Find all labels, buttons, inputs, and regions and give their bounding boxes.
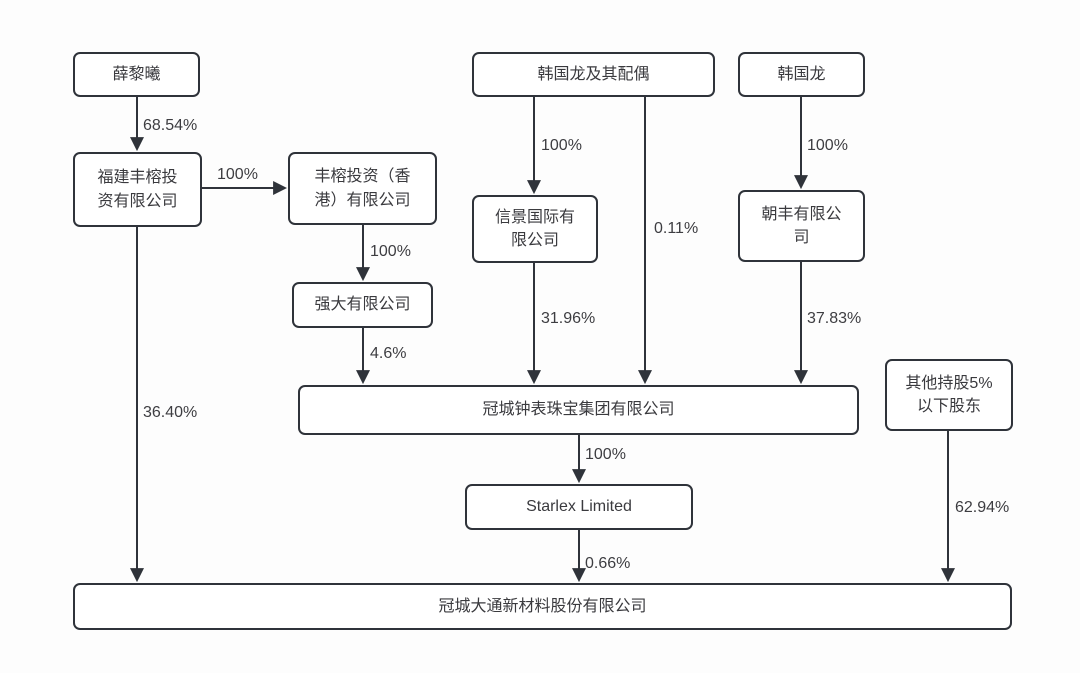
edge-label-chaofeng-to-watch: 37.83% <box>807 310 862 327</box>
node-chaofeng: 朝丰有限公 司 <box>738 190 865 262</box>
node-xue-lixi: 薛黎曦 <box>73 52 200 97</box>
edge-label-xinjing-to-watch: 31.96% <box>541 310 596 327</box>
node-han-spouse: 韩国龙及其配偶 <box>472 52 715 97</box>
edge-label-fujian-to-hk: 100% <box>217 166 258 183</box>
edge-label-starlex-to-datong: 0.66% <box>585 555 631 572</box>
edge-label-fujian-to-datong: 36.40% <box>143 404 198 421</box>
node-other-holders: 其他持股5% 以下股东 <box>885 359 1013 431</box>
node-han-guolong: 韩国龙 <box>738 52 865 97</box>
edge-label-others-to-datong: 62.94% <box>955 499 1010 516</box>
node-xinjing: 信景国际有 限公司 <box>472 195 598 263</box>
node-guancheng-datong: 冠城大通新材料股份有限公司 <box>73 583 1012 630</box>
edge-label-xue-to-fujian: 68.54% <box>143 117 198 134</box>
node-qiangda: 强大有限公司 <box>292 282 433 328</box>
node-fujian-fengrong: 福建丰榕投 资有限公司 <box>73 152 202 227</box>
edge-label-watch-to-starlex: 100% <box>585 446 626 463</box>
edge-label-spouse-to-xinjing: 100% <box>541 137 582 154</box>
edge-label-hk-to-qiangda: 100% <box>370 243 411 260</box>
node-starlex: Starlex Limited <box>465 484 693 530</box>
edge-label-han-to-chaofeng: 100% <box>807 137 848 154</box>
node-guancheng-watch: 冠城钟表珠宝集团有限公司 <box>298 385 859 435</box>
node-fengrong-hk: 丰榕投资（香 港）有限公司 <box>288 152 437 225</box>
edge-label-spouse-to-watch: 0.11% <box>654 220 699 237</box>
edge-label-qiangda-to-watch: 4.6% <box>370 345 407 362</box>
